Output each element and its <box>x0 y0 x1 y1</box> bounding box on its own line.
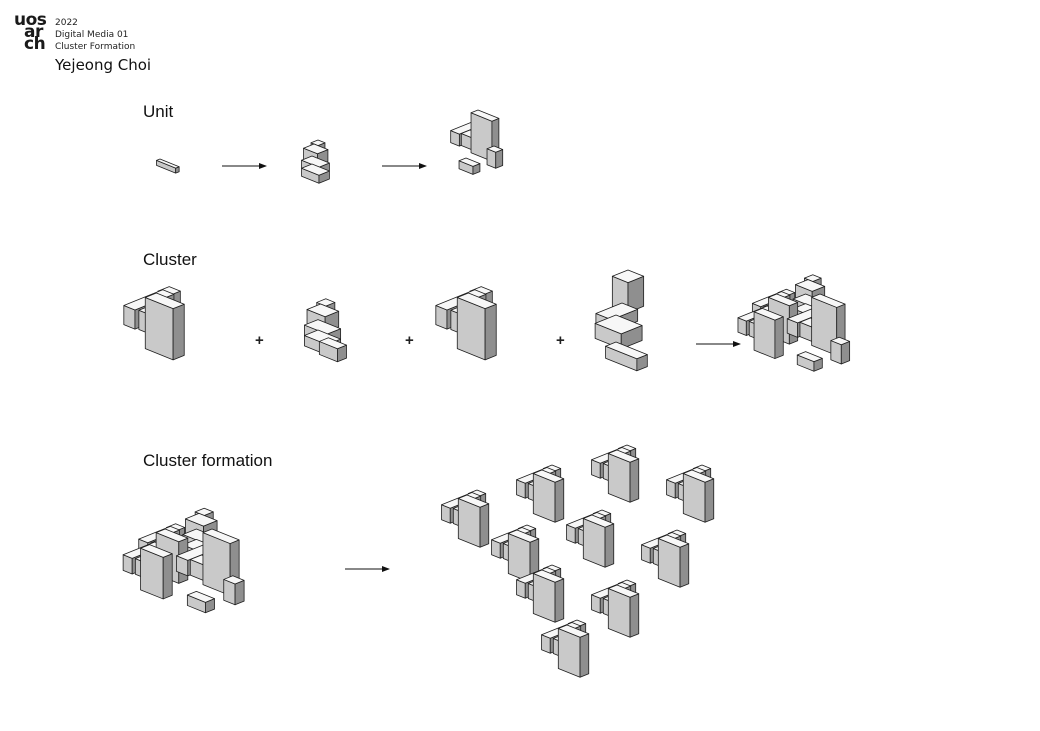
cluster-piece-1 <box>123 286 185 361</box>
unit-bar-model <box>156 158 180 174</box>
unit-cross-model <box>450 109 504 175</box>
logo-line: ch <box>24 34 46 54</box>
cluster-formation-section-title: Cluster formation <box>143 451 273 470</box>
plus-operator: + <box>405 332 414 349</box>
formation-result <box>441 444 715 678</box>
logo-line: ar <box>24 22 43 42</box>
plus-operator: + <box>255 332 264 349</box>
project-label: Cluster Formation <box>55 42 136 52</box>
course-label: Digital Media 01 <box>55 30 129 40</box>
cluster-result <box>737 274 851 372</box>
unit-section-title: Unit <box>143 102 174 121</box>
author-name: Yejeong Choi <box>55 56 152 74</box>
logo-line: uos <box>14 10 47 30</box>
plus-operator: + <box>556 332 565 349</box>
cluster-piece-2 <box>304 298 347 363</box>
cluster-piece-3 <box>435 286 497 361</box>
formation-cluster <box>122 507 245 614</box>
cluster-piece-4 <box>594 269 648 372</box>
year-label: 2022 <box>55 18 78 28</box>
cluster-section-title: Cluster <box>143 250 197 269</box>
unit-stack-model <box>301 139 330 184</box>
project-meta: 2022 Digital Media 01 Cluster Formation <box>55 17 135 53</box>
uos-arch-logo: uos ar ch <box>14 10 50 54</box>
